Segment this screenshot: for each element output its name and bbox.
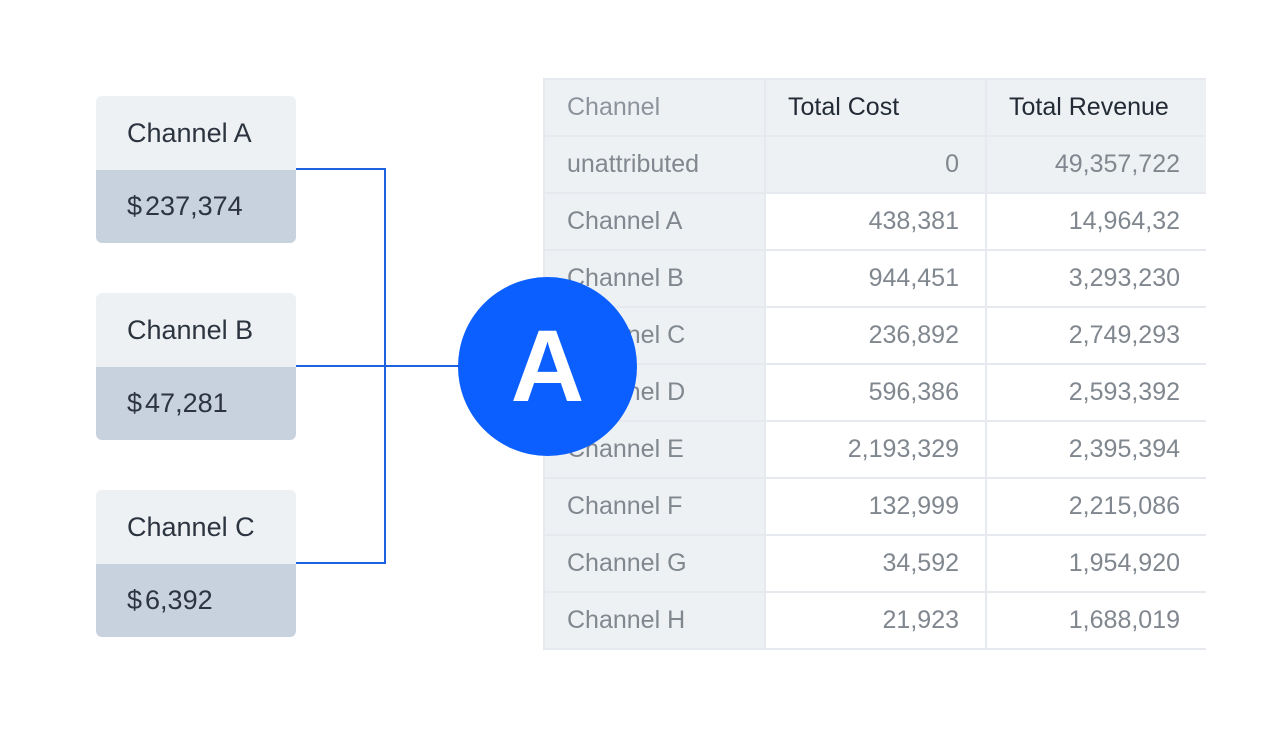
- channel-card-amount: 6,392: [145, 585, 213, 615]
- table-row: Channel C 236,892 2,749,293: [543, 306, 1206, 365]
- column-header-channel: Channel: [543, 78, 766, 137]
- currency-symbol: $: [127, 388, 143, 418]
- channel-card-c: Channel C $6,392: [96, 490, 296, 637]
- cell-total-revenue: 2,749,293: [985, 306, 1206, 365]
- attribution-table: Channel Total Cost Total Revenue unattri…: [543, 78, 1206, 658]
- cell-total-cost: 944,451: [764, 249, 987, 308]
- cell-channel: Channel B: [543, 249, 766, 308]
- cell-total-cost: 2,193,329: [764, 420, 987, 479]
- channel-card-value: $237,374: [96, 170, 296, 243]
- channel-card-amount: 47,281: [145, 388, 228, 418]
- table-row: unattributed 0 49,357,722: [543, 135, 1206, 194]
- cell-channel: unattributed: [543, 135, 766, 194]
- cell-total-cost: 596,386: [764, 363, 987, 422]
- cell-channel: Channel G: [543, 534, 766, 593]
- channel-card-a: Channel A $237,374: [96, 96, 296, 243]
- cell-total-cost: 236,892: [764, 306, 987, 365]
- channel-card-name: Channel B: [96, 293, 296, 367]
- attribution-badge: A: [458, 277, 637, 456]
- cell-total-revenue: 3,293,230: [985, 249, 1206, 308]
- channel-card-value: $47,281: [96, 367, 296, 440]
- table-row: Channel F 132,999 2,215,086: [543, 477, 1206, 536]
- channel-card-b: Channel B $47,281: [96, 293, 296, 440]
- currency-symbol: $: [127, 585, 143, 615]
- cell-total-cost: 438,381: [764, 192, 987, 251]
- table-row: Channel B 944,451 3,293,230: [543, 249, 1206, 308]
- cell-total-cost: 0: [764, 135, 987, 194]
- channel-card-value: $6,392: [96, 564, 296, 637]
- cell-channel: Channel A: [543, 192, 766, 251]
- table-row: Channel E 2,193,329 2,395,394: [543, 420, 1206, 479]
- table-row: Channel A 438,381 14,964,32: [543, 192, 1206, 251]
- cell-total-revenue: 2,593,392: [985, 363, 1206, 422]
- currency-symbol: $: [127, 191, 143, 221]
- cell-total-revenue: 49,357,722: [985, 135, 1206, 194]
- column-header-total-cost: Total Cost: [764, 78, 987, 137]
- cell-total-cost: 132,999: [764, 477, 987, 536]
- cell-total-cost: 21,923: [764, 591, 987, 650]
- cell-channel: Channel F: [543, 477, 766, 536]
- data-table: Channel Total Cost Total Revenue unattri…: [543, 78, 1206, 650]
- table-row: Channel G 34,592 1,954,920: [543, 534, 1206, 593]
- channel-card-name: Channel C: [96, 490, 296, 564]
- cell-total-revenue: 1,688,019: [985, 591, 1206, 650]
- table-row: Channel D 596,386 2,593,392: [543, 363, 1206, 422]
- cell-total-revenue: 2,215,086: [985, 477, 1206, 536]
- table-row: Channel H 21,923 1,688,019: [543, 591, 1206, 650]
- cell-total-revenue: 2,395,394: [985, 420, 1206, 479]
- cell-total-cost: 34,592: [764, 534, 987, 593]
- column-header-total-revenue: Total Revenue: [985, 78, 1206, 137]
- cell-channel: Channel H: [543, 591, 766, 650]
- cell-total-revenue: 14,964,32: [985, 192, 1206, 251]
- channel-card-name: Channel A: [96, 96, 296, 170]
- cell-total-revenue: 1,954,920: [985, 534, 1206, 593]
- channel-card-amount: 237,374: [145, 191, 243, 221]
- table-header-row: Channel Total Cost Total Revenue: [543, 78, 1206, 137]
